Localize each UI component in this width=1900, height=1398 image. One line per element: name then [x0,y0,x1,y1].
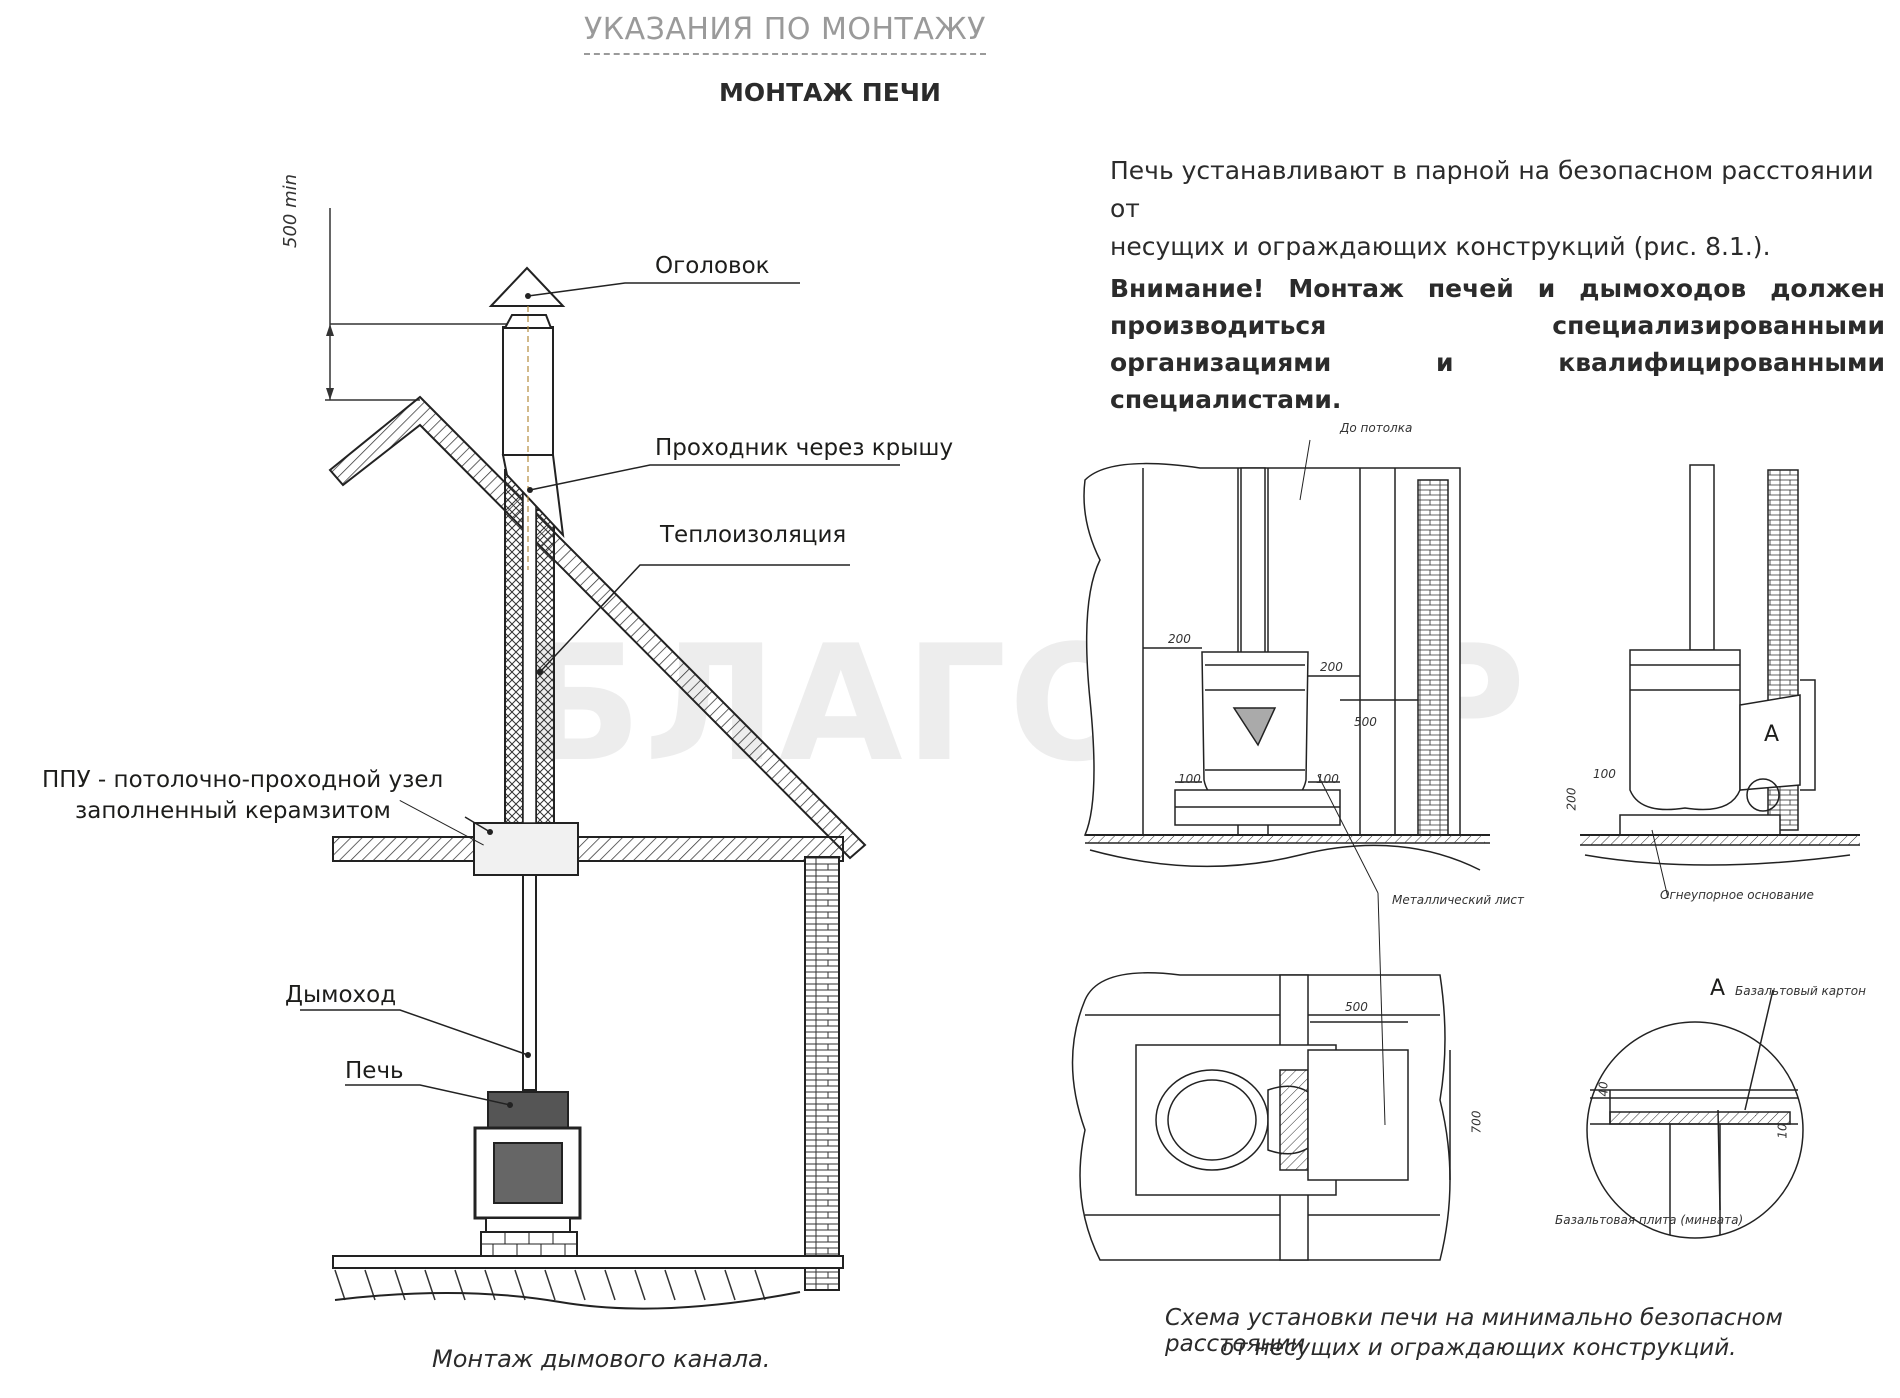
dim-700-plan: 700 [1469,1110,1484,1134]
insulated-chimney [504,469,555,824]
intro-paragraph: Печь устанавливают в парной на безопасно… [1110,152,1880,266]
label-ppu-1: ППУ - потолочно-проходной узел [42,767,444,793]
detail-a-view [1586,989,1804,1239]
label-insulation: Теплоизоляция [660,522,847,548]
installation-scheme [1071,439,1860,1261]
side-view [1580,464,1860,866]
side-letter-a: A [1764,722,1780,747]
dim-500-front: 500 [1354,715,1377,729]
label-chimney: Дымоход [285,982,397,1008]
right-caption-2: от несущих и ограждающих конструкций. [1220,1335,1737,1361]
dim-100-b: 100 [1316,772,1339,786]
label-metal-sheet: Металлический лист [1392,893,1525,907]
roof [328,395,867,860]
dimension-500-label: 500 min [280,173,301,248]
plan-view [1071,972,1451,1261]
right-caption-1: Схема установки печи на минимально безоп… [1165,1305,1783,1357]
intro-line-2: несущих и ограждающих конструкций (рис. … [1110,232,1771,261]
label-basalt-plate: Базальтовая плита (минвата) [1555,1213,1744,1227]
chimney-diagram [300,208,900,1310]
dim-500-plan: 500 [1345,1000,1368,1014]
dim-100-side: 100 [1593,767,1616,781]
label-ceiling: До потолка [1340,421,1413,435]
dim-10: 10 [1775,1123,1790,1139]
dim-200-a: 200 [1168,632,1191,646]
section-title: УКАЗАНИЯ ПО МОНТАЖУ [0,12,1570,55]
floor [332,1255,844,1310]
warning-paragraph: Внимание! Монтаж печей и дымоходов долже… [1110,274,1885,414]
label-roof-pass: Проходник через крышу [655,435,954,461]
stove-drawing [473,1091,582,1257]
leader-lines [300,282,900,1106]
label-cap: Оголовок [655,253,770,279]
label-ppu-2: заполненный керамзитом [75,798,391,824]
label-stove: Печь [345,1058,404,1084]
detail-letter-a: A [1710,976,1726,1001]
page-title: МОНТАЖ ПЕЧИ [719,78,941,107]
left-caption: Монтаж дымового канала. [432,1345,771,1373]
intro-line-1: Печь устанавливают в парной на безопасно… [1110,156,1874,223]
chimney-cap [488,266,566,570]
flue-pipe [522,874,537,1091]
front-view [1083,462,1490,871]
label-basalt-card: Базальтовый картон [1735,984,1866,998]
ceiling-slab [332,822,844,876]
dimension-500 [325,208,520,401]
outer-wall [804,856,840,1291]
dim-200-side: 200 [1564,787,1579,811]
label-refractory-base: Огнеупорное основание [1660,888,1814,902]
dim-100-a: 100 [1178,772,1201,786]
dim-200-b: 200 [1320,660,1343,674]
dim-40: 40 [1596,1081,1611,1097]
